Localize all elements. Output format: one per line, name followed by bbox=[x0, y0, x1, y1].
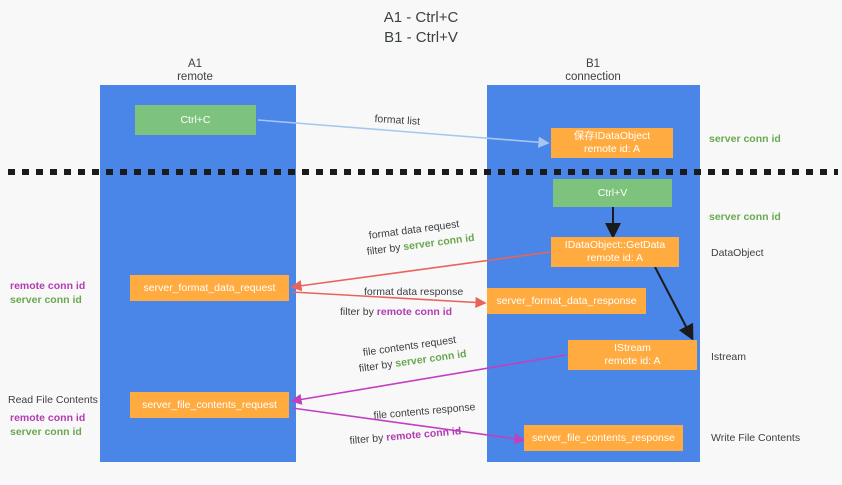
annotation-server-conn-id-left-mid: server conn id bbox=[10, 294, 82, 306]
title-line-1: A1 - Ctrl+C bbox=[383, 9, 459, 26]
column-left-role: remote bbox=[177, 71, 213, 83]
box-ctrl-c-label: Ctrl+C bbox=[180, 113, 211, 126]
box-server-format-data-response[interactable]: server_format_data_response bbox=[487, 288, 646, 314]
column-left-name: A1 bbox=[187, 58, 203, 70]
arrow-file-contents-response bbox=[291, 407, 526, 445]
box-save-idataobject-line2: remote id: A bbox=[583, 143, 641, 155]
page-title: A1 - Ctrl+C B1 - Ctrl+V bbox=[0, 8, 842, 48]
edge-label-format-data-response-filter: filter by remote conn id bbox=[340, 306, 453, 318]
box-idataobject-getdata[interactable]: IDataObject::GetData remote id: A bbox=[551, 237, 679, 267]
edge-label-format-list: format list bbox=[374, 112, 421, 128]
annotation-write-file-contents: Write File Contents bbox=[711, 432, 801, 444]
arrow-format-list bbox=[257, 119, 550, 148]
column-right-role: connection bbox=[565, 71, 621, 83]
box-server-file-contents-response[interactable]: server_file_contents_response bbox=[524, 425, 683, 451]
box-idataobject-getdata-line2: remote id: A bbox=[586, 252, 644, 264]
box-server-format-data-request[interactable]: server_format_data_request bbox=[130, 275, 289, 301]
box-save-idataobject[interactable]: 保存IDataObject remote id: A bbox=[551, 128, 673, 158]
box-ctrl-v-label: Ctrl+V bbox=[597, 186, 628, 199]
column-right-name: B1 bbox=[585, 58, 601, 70]
box-istream[interactable]: IStream remote id: A bbox=[568, 340, 697, 370]
box-istream-line1: IStream bbox=[614, 342, 651, 354]
box-server-file-contents-request[interactable]: server_file_contents_request bbox=[130, 392, 289, 418]
arrow-format-data-response bbox=[291, 291, 487, 309]
annotation-istream: Istream bbox=[711, 351, 747, 363]
title-line-2: B1 - Ctrl+V bbox=[384, 29, 458, 46]
annotation-server-conn-id-bottom: server conn id bbox=[10, 426, 82, 438]
box-save-idataobject-line1: 保存IDataObject bbox=[573, 130, 651, 142]
box-server-format-data-request-label: server_format_data_request bbox=[143, 281, 276, 294]
column-header-right: B1 connection bbox=[513, 58, 673, 84]
arrow-format-data-request bbox=[290, 251, 551, 292]
arrow-getdata-to-istream bbox=[654, 266, 694, 341]
box-istream-line2: remote id: A bbox=[604, 355, 661, 367]
annotation-server-conn-id-mid: server conn id bbox=[709, 211, 781, 223]
edge-label-format-data-response: format data response bbox=[364, 286, 464, 298]
annotation-remote-conn-id-mid: remote conn id bbox=[10, 280, 86, 292]
box-server-format-data-response-label: server_format_data_response bbox=[496, 294, 637, 307]
annotation-dataobject: DataObject bbox=[711, 247, 764, 259]
annotation-remote-conn-id-bottom: remote conn id bbox=[10, 412, 86, 424]
box-server-file-contents-request-label: server_file_contents_request bbox=[142, 398, 277, 411]
box-server-file-contents-response-label: server_file_contents_response bbox=[531, 431, 675, 444]
box-ctrl-c[interactable]: Ctrl+C bbox=[135, 105, 256, 135]
box-idataobject-getdata-line1: IDataObject::GetData bbox=[564, 239, 666, 251]
column-header-left: A1 remote bbox=[115, 58, 275, 84]
arrow-file-contents-request bbox=[290, 354, 567, 405]
annotation-server-conn-id-top: server conn id bbox=[709, 133, 781, 145]
box-ctrl-v[interactable]: Ctrl+V bbox=[553, 179, 672, 207]
annotation-read-file-contents: Read File Contents bbox=[8, 394, 98, 406]
edge-label-format-data-response-filter-key: remote conn id bbox=[376, 306, 453, 318]
